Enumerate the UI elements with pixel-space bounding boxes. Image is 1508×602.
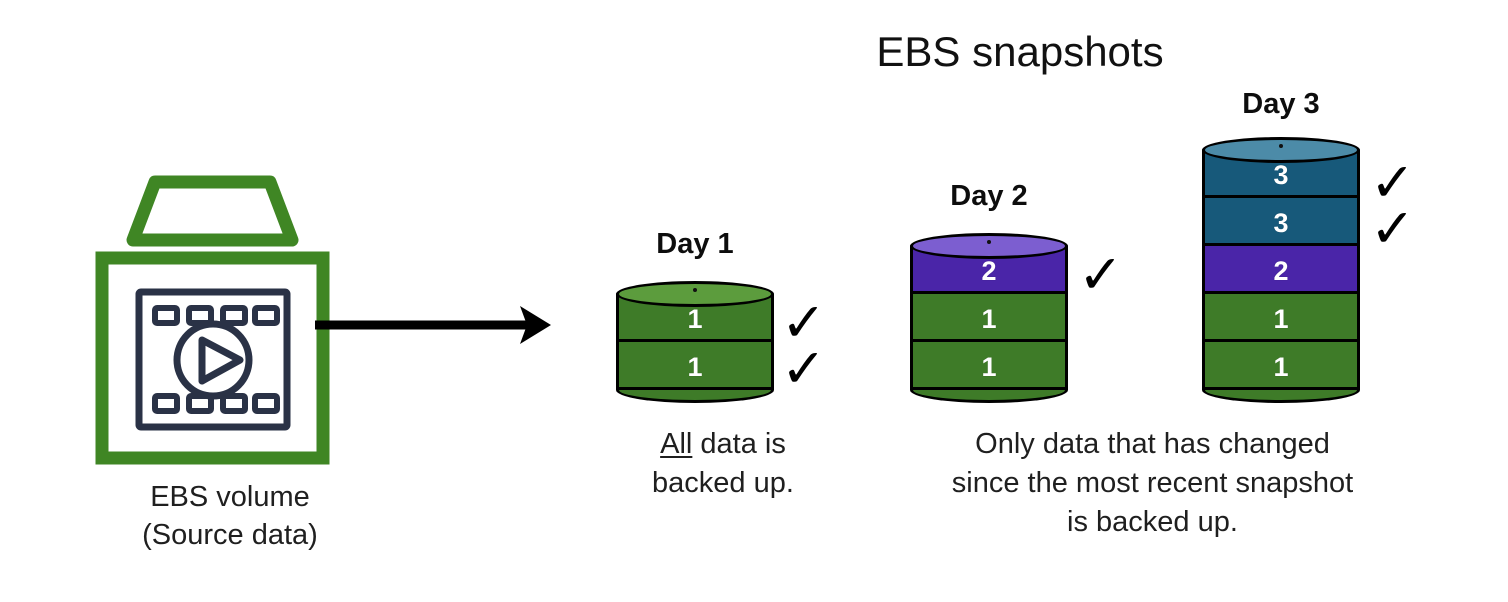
checkmark-icon: ✓ xyxy=(781,291,827,354)
snapshot-segment-value: 3 xyxy=(1273,208,1289,238)
caption-day1-line2: backed up. xyxy=(652,467,794,499)
checkmark-icon: ✓ xyxy=(1370,197,1416,260)
snapshot-segment-value: 1 xyxy=(687,304,703,334)
ebs-volume-label-line1: EBS volume xyxy=(150,481,310,513)
snapshot-segment-value: 2 xyxy=(1273,256,1289,286)
caption-incremental-line3: is backed up. xyxy=(1067,506,1238,538)
day-2-snapshot-cylinder-top xyxy=(910,233,1068,259)
snapshot-segment: 1 xyxy=(910,294,1068,342)
caption-incremental-line1: Only data that has changed xyxy=(975,428,1330,460)
day-3-snapshot-cylinder: 3 3 2 1 1 xyxy=(1202,137,1360,403)
cylinder-top-dot-icon xyxy=(693,288,697,292)
snapshot-segment-value: 2 xyxy=(981,256,997,286)
day-2-snapshot-cylinder: 2 1 1 xyxy=(910,233,1068,403)
caption-day1-line1: All data is xyxy=(598,425,848,464)
day-1-snapshot-label: Day 1 xyxy=(656,228,734,260)
checkmark-icon: ✓ xyxy=(1370,151,1416,214)
snapshot-segment: 3 xyxy=(1202,198,1360,246)
day-2-snapshot: Day 2 2 1 1 xyxy=(910,0,1068,403)
caption-incremental-line2: since the most recent snapshot xyxy=(951,467,1354,499)
day-3-snapshot: Day 3 3 3 2 1 1 xyxy=(1202,0,1360,403)
caption-day1-underlined: All xyxy=(660,428,693,460)
snapshot-segment: 1 xyxy=(1202,294,1360,342)
day-3-snapshot-cylinder-top xyxy=(1202,137,1360,163)
page-title: EBS snapshots xyxy=(876,28,1164,75)
day-3-snapshot-checkmarks: ✓✓ xyxy=(1370,151,1416,260)
snapshot-segment-value: 1 xyxy=(981,304,997,334)
ebs-volume-label-line2: (Source data) xyxy=(142,519,318,551)
ebs-volume-label: EBS volume (Source data) xyxy=(60,478,400,554)
snapshot-segment-value: 1 xyxy=(1273,304,1289,334)
day-2-snapshot-label: Day 2 xyxy=(950,180,1028,212)
caption-day1: All data is backed up. xyxy=(598,425,848,503)
checkmark-icon: ✓ xyxy=(1078,243,1124,306)
snapshot-segment: 1 xyxy=(616,342,774,390)
snapshot-segment: 2 xyxy=(1202,246,1360,294)
snapshot-segment: 1 xyxy=(910,342,1068,390)
ebs-volume-icon xyxy=(95,170,330,470)
cylinder-top-dot-icon xyxy=(987,240,991,244)
caption-day1-rest: data is xyxy=(692,428,786,460)
caption-incremental: Only data that has changed since the mos… xyxy=(865,425,1440,542)
flow-arrow xyxy=(315,300,555,350)
snapshot-segment-value: 1 xyxy=(687,352,703,382)
snapshot-segment-value: 3 xyxy=(1273,160,1289,190)
cylinder-top-dot-icon xyxy=(1279,144,1283,148)
snapshot-segment-value: 1 xyxy=(1273,352,1289,382)
snapshot-segment: 1 xyxy=(1202,342,1360,390)
day-1-snapshot-cylinder-top xyxy=(616,281,774,307)
snapshot-segment-value: 1 xyxy=(981,352,997,382)
day-3-snapshot-label: Day 3 xyxy=(1242,88,1320,120)
day-1-snapshot-checkmarks: ✓✓ xyxy=(781,291,827,400)
checkmark-icon: ✓ xyxy=(781,337,827,400)
day-2-snapshot-checkmarks: ✓ xyxy=(1078,243,1124,306)
